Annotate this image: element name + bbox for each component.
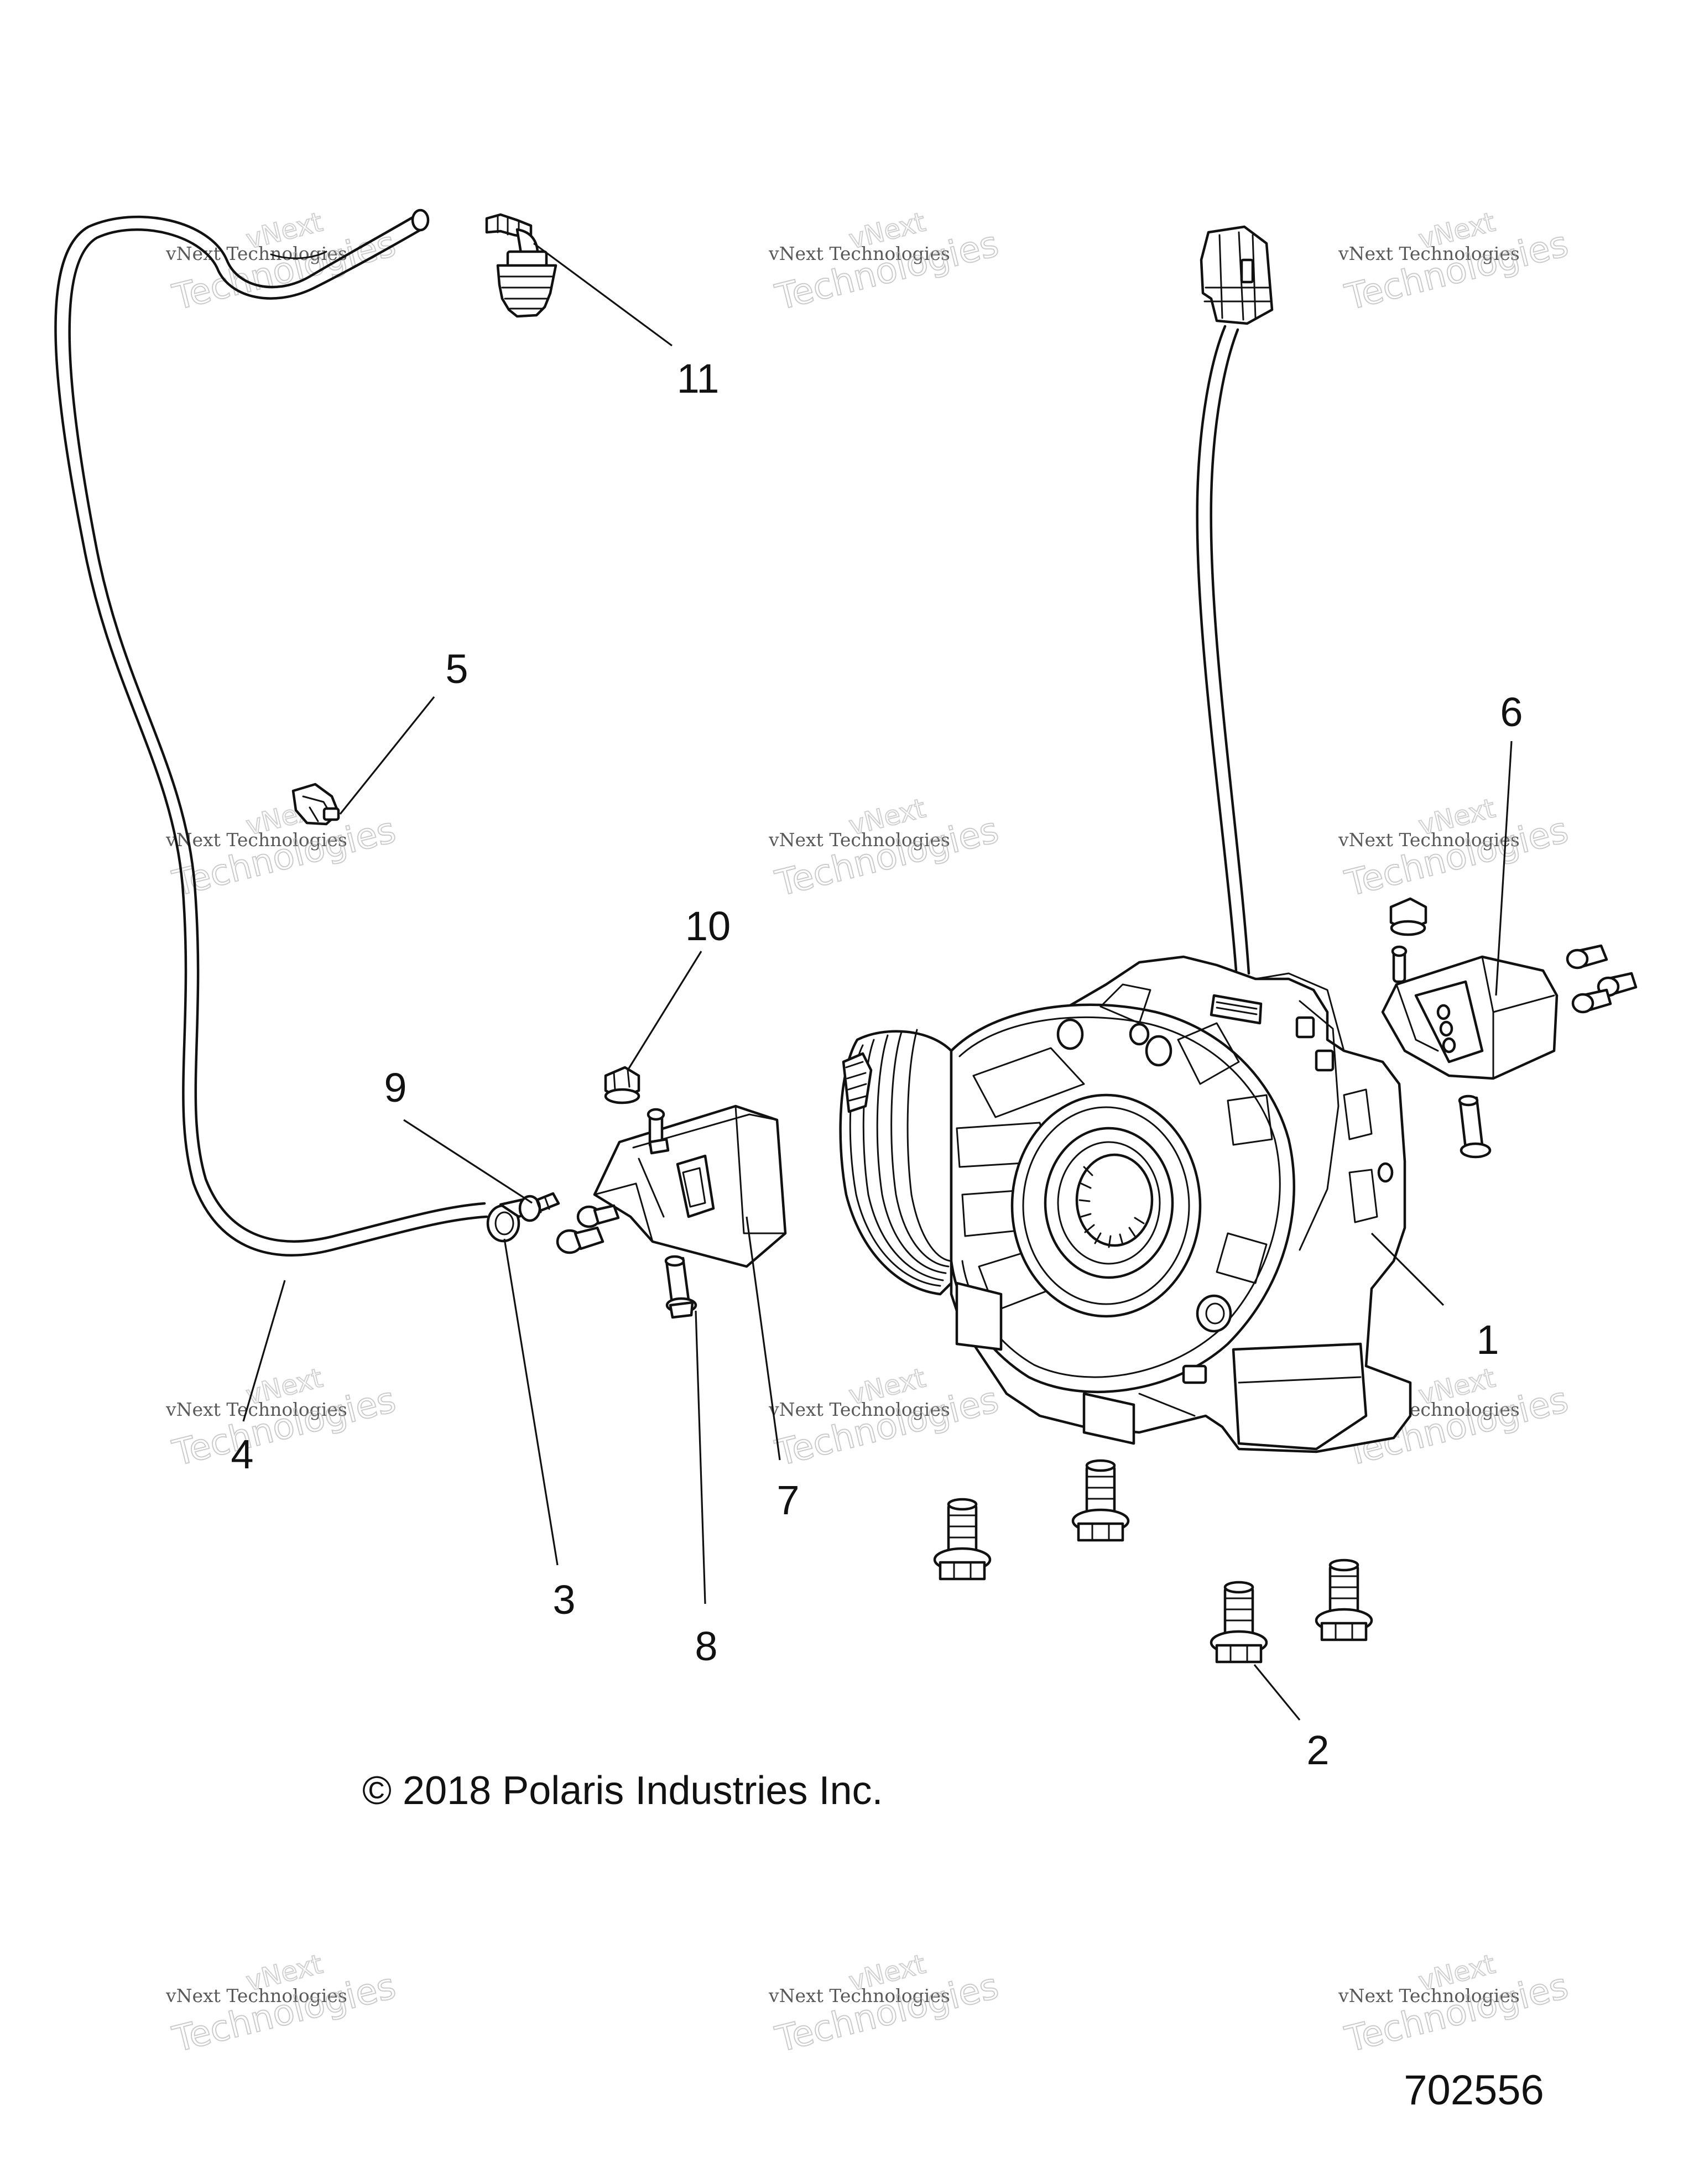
watermark-text: vNext Technologies xyxy=(768,1399,950,1420)
callout-3: 3 xyxy=(553,1577,575,1623)
hub-spline xyxy=(1078,1166,1145,1248)
watermark: vNext vNext Technologies Technologies xyxy=(768,1362,1003,1474)
vent-hose-part-4 xyxy=(54,209,488,1257)
callout-6: 6 xyxy=(1500,689,1523,735)
leader-8 xyxy=(695,1310,706,1604)
clip-part-5 xyxy=(291,783,340,826)
callout-4: 4 xyxy=(231,1431,253,1477)
leader-10 xyxy=(627,951,702,1071)
mount-bracket-part-6 xyxy=(1381,897,1638,1159)
watermark: vNext vNext Technologies Technologies xyxy=(165,792,400,905)
leader-2 xyxy=(1253,1664,1301,1721)
watermark-text: vNext Technologies xyxy=(768,243,950,264)
sensor-connector xyxy=(1200,225,1274,325)
watermark-text: vNext Technologies xyxy=(768,1985,950,2006)
flange-nut-part-10 xyxy=(604,1066,640,1104)
bolt xyxy=(933,1498,992,1581)
watermark: vNext vNext Technologies Technologies xyxy=(768,1948,1003,2061)
watermark: vNext vNext Technologies Technologies xyxy=(768,206,1003,319)
watermark-text: vNext Technologies xyxy=(165,1399,347,1420)
hose-end-top xyxy=(411,209,430,232)
vent-fitting-part-11 xyxy=(485,213,557,318)
drawing-number: 702556 xyxy=(1404,2067,1544,2114)
watermark-text: vNext Technologies xyxy=(1338,1985,1520,2006)
bolt xyxy=(1315,1558,1373,1641)
callout-8: 8 xyxy=(695,1623,717,1669)
callout-5: 5 xyxy=(445,646,468,692)
hose-clamp-part-3 xyxy=(486,1197,534,1243)
callout-9: 9 xyxy=(384,1065,406,1111)
mounting-bolts-part-2 xyxy=(933,1459,1373,1664)
watermark: vNext vNext Technologies Technologies xyxy=(768,792,1003,905)
copyright-notice: © 2018 Polaris Industries Inc. xyxy=(362,1769,883,1813)
watermark-text: vNext Technologies xyxy=(1338,829,1520,851)
leader-11 xyxy=(533,242,673,347)
callout-11: 11 xyxy=(677,356,720,402)
pin-part-8 xyxy=(664,1255,697,1319)
bolt xyxy=(1210,1581,1268,1664)
watermark: vNext vNext Technologies Technologies xyxy=(1338,206,1573,319)
watermark-text: vNext Technologies xyxy=(165,1985,347,2006)
watermark: vNext vNext Technologies Technologies xyxy=(165,1948,400,2061)
leader-9 xyxy=(403,1119,533,1204)
leader-4 xyxy=(242,1280,286,1422)
leader-1 xyxy=(1370,1232,1445,1306)
watermark: vNext vNext Technologies Technologies xyxy=(165,1362,400,1474)
watermark-text: vNext Technologies xyxy=(165,829,347,851)
gearcase-part-1 xyxy=(839,225,1412,1453)
bolt-part-9 xyxy=(518,1192,560,1222)
watermark: vNext vNext Technologies Technologies xyxy=(1338,1948,1573,2061)
leader-5 xyxy=(339,696,435,815)
callout-2: 2 xyxy=(1306,1727,1329,1773)
mount-bracket-part-7 xyxy=(556,1104,787,1268)
callout-7: 7 xyxy=(776,1477,799,1523)
leader-3 xyxy=(503,1238,559,1566)
callouts: 1 2 3 4 5 6 7 8 9 10 11 xyxy=(231,356,1523,1773)
leader-lines xyxy=(242,242,1513,1721)
callout-10: 10 xyxy=(685,903,731,949)
leader-6 xyxy=(1495,741,1513,996)
callout-1: 1 xyxy=(1476,1317,1499,1363)
watermark: vNext vNext Technologies Technologies xyxy=(1338,792,1573,905)
watermark-text: vNext Technologies xyxy=(1338,243,1520,264)
bolt xyxy=(1071,1459,1130,1542)
watermark-text: vNext Technologies xyxy=(768,829,950,851)
leader-7 xyxy=(746,1216,781,1461)
